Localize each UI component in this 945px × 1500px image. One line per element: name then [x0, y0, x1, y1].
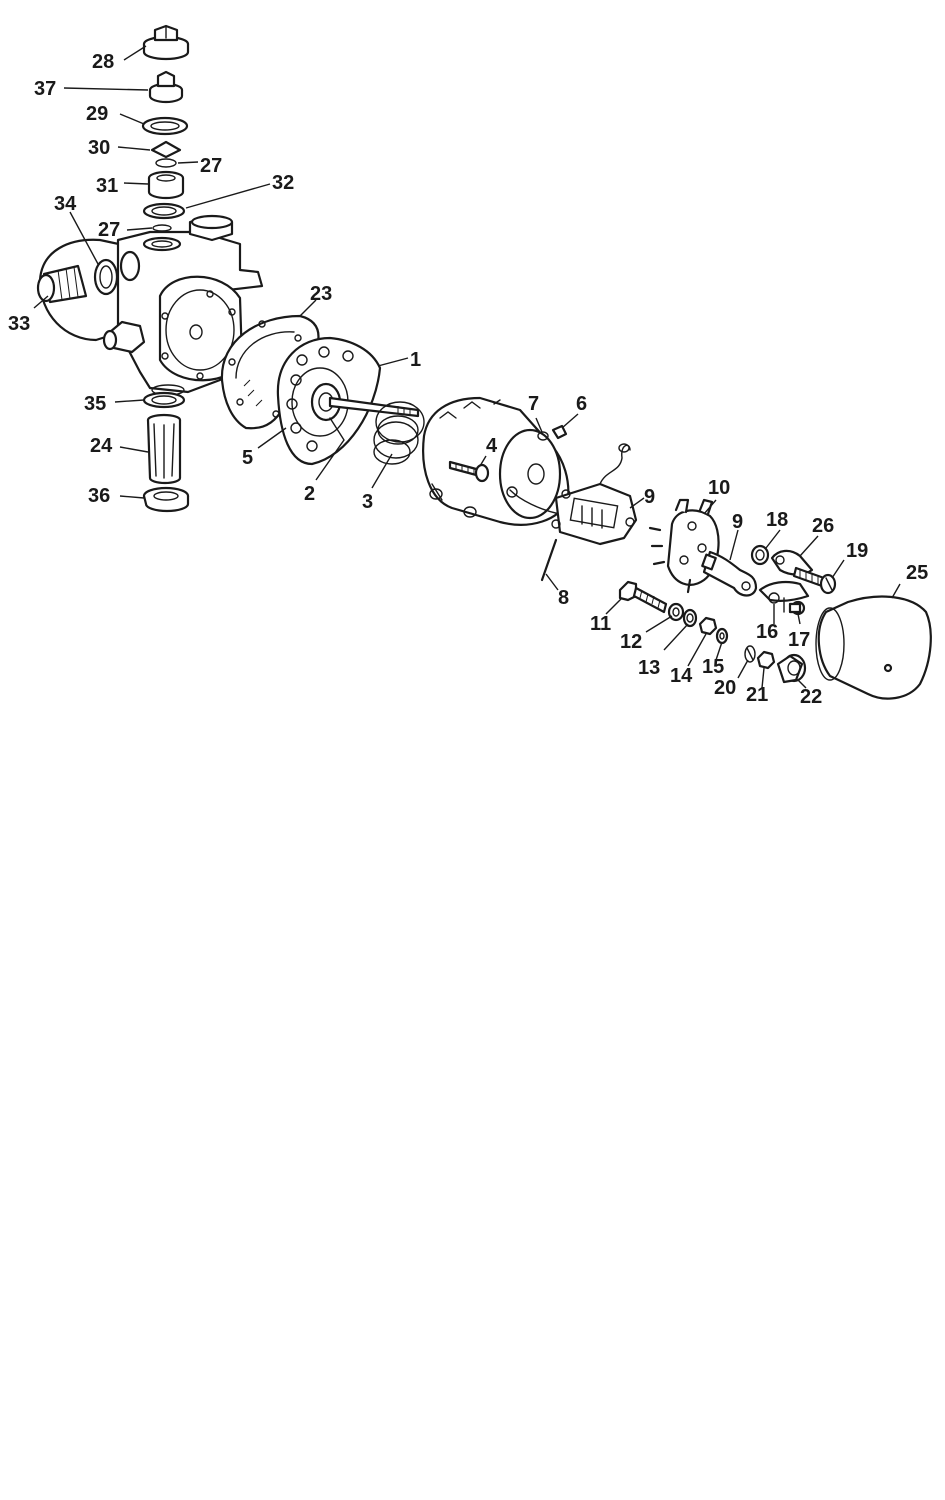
callout-37: 37: [34, 78, 56, 100]
brush-arm-part: [701, 550, 758, 597]
brush-holder-part: [551, 443, 638, 546]
callout-34: 34: [54, 193, 77, 215]
callout-22: 22: [800, 686, 822, 708]
end-plate-part: [648, 498, 720, 594]
shaft-part: [328, 396, 420, 418]
inlet-fitting-part: [36, 264, 88, 304]
callout-32: 32: [272, 172, 294, 194]
screw-6-part: [551, 424, 568, 440]
knob-22-part: [776, 653, 807, 684]
screw-4-part: [448, 460, 490, 483]
callout-19: 19: [846, 540, 868, 562]
seal-ring-35-part: [142, 391, 186, 409]
spring-part: [373, 401, 425, 465]
screw-17-part: [788, 600, 806, 616]
gasket-ring-34-part: [93, 258, 119, 296]
washer-16-part: [768, 592, 780, 604]
o-ring-27-top-part: [155, 158, 177, 168]
callout-28: 28: [92, 51, 114, 73]
lock-washer-20-part: [744, 645, 756, 663]
callout-21: 21: [746, 684, 768, 706]
washer-15-part: [715, 627, 729, 645]
filter-screen-part: [146, 413, 182, 485]
callout-26: 26: [812, 515, 834, 537]
callout-25: 25: [906, 562, 928, 584]
callout-7: 7: [528, 393, 539, 415]
callout-20: 20: [714, 677, 736, 699]
callout-33: 33: [8, 313, 30, 335]
cap-nut-part: [142, 24, 190, 61]
callout-31: 31: [96, 175, 118, 197]
callout-35: 35: [84, 393, 106, 415]
callout-4: 4: [486, 435, 498, 457]
leader-lines: [33, 45, 901, 689]
callout-23: 23: [310, 283, 332, 305]
callout-14: 14: [670, 665, 693, 687]
callout-16: 16: [756, 621, 778, 643]
spring-clip-part: [150, 140, 182, 159]
sealing-ring-32-part: [142, 202, 186, 220]
callout-36: 36: [88, 485, 110, 507]
callout-10: 10: [708, 477, 730, 499]
callout-9-left: 9: [644, 486, 655, 508]
nut-14-part: [698, 616, 718, 636]
callout-11: 11: [590, 613, 611, 635]
callout-9-right: 9: [732, 511, 743, 533]
nut-part: [148, 70, 184, 104]
callout-24: 24: [90, 435, 113, 457]
motor-housing-part: [422, 396, 570, 526]
callout-1: 1: [410, 349, 421, 371]
callout-13: 13: [638, 657, 660, 679]
callout-27-lower: 27: [98, 219, 120, 241]
callout-29: 29: [86, 103, 108, 125]
callout-17: 17: [788, 629, 810, 651]
pin-part: [540, 538, 558, 582]
o-ring-27-lower-part: [152, 224, 172, 232]
callout-6: 6: [576, 393, 587, 415]
bolt-11-part: [618, 580, 668, 614]
callout-12: 12: [620, 631, 642, 653]
bushing-18-part: [750, 544, 770, 566]
callout-8: 8: [558, 587, 569, 609]
washer-13-part: [682, 608, 698, 628]
callout-27-top: 27: [200, 155, 222, 177]
callout-30: 30: [88, 137, 110, 159]
end-cap-part: [815, 595, 932, 700]
callout-15: 15: [702, 656, 724, 678]
washer-29-part: [141, 116, 189, 136]
callout-labels: 28 37 29 30 27 31 32 34 27 33 23 1 35 24…: [8, 51, 928, 708]
callout-5: 5: [242, 447, 253, 469]
callout-18: 18: [766, 509, 788, 531]
washer-7-part: [537, 431, 549, 441]
side-plug-part: [102, 320, 146, 354]
drain-plug-part: [142, 486, 190, 513]
screw-19-part: [825, 577, 833, 591]
washer-12-part: [667, 602, 685, 622]
valve-seat-part: [147, 170, 185, 200]
callout-2: 2: [304, 483, 315, 505]
nut-21-part: [756, 650, 776, 670]
callout-3: 3: [362, 491, 373, 513]
